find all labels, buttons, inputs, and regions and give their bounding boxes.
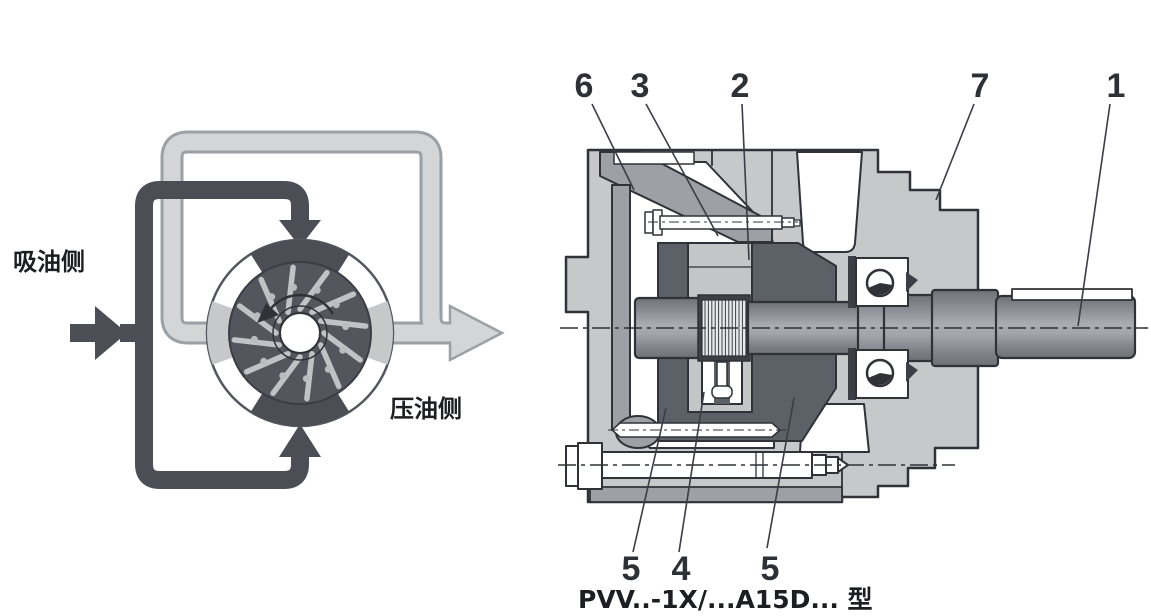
- suction-in-arrowhead: [95, 306, 127, 360]
- callout-6: 6: [575, 67, 594, 105]
- callout-7: 7: [971, 67, 990, 105]
- callout-1: 1: [1107, 67, 1126, 105]
- callout-4: 4: [672, 550, 691, 588]
- rotor-section-top: [687, 242, 753, 303]
- callout-leaders: [591, 103, 1111, 553]
- rotor-pins: [250, 283, 350, 383]
- ring-segment-pressure-left: [206, 301, 234, 365]
- vane-pin: [716, 361, 728, 389]
- vane-rotor: [205, 238, 395, 428]
- centerlines: [558, 327, 1148, 466]
- callout-2: 2: [731, 67, 750, 105]
- flange-pocket-top: [796, 151, 863, 253]
- callout-3: 3: [631, 67, 650, 105]
- ring-segment-suction-top: [250, 239, 350, 273]
- cover-wall: [611, 184, 631, 431]
- pressure-side-label: 压油侧: [390, 395, 462, 423]
- pump-cross-section: 6 3 2 7 1 5 4 5 PVV..-1X/...A15D... 型: [558, 67, 1148, 614]
- pressure-loop: [160, 130, 505, 363]
- rotation-arrow-icon: [257, 293, 334, 323]
- shaft-bore: [279, 312, 321, 354]
- callout-5-left: 5: [622, 550, 641, 588]
- flow-schematic: 吸油侧 压油侧: [13, 130, 505, 489]
- figure-caption: PVV..-1X/...A15D... 型: [578, 585, 873, 614]
- ring-segment-pressure-right: [366, 301, 394, 365]
- pressure-out-arrowhead: [448, 303, 505, 363]
- shaft-keyway: [1011, 288, 1133, 301]
- ball-bearing: [848, 256, 918, 400]
- suction-side-label: 吸油侧: [13, 248, 85, 276]
- suction-loop: [70, 181, 321, 489]
- ring-segment-suction-bottom: [250, 393, 350, 427]
- housing-bottom-strip: [589, 486, 843, 503]
- callout-5-right: 5: [761, 550, 780, 588]
- adjustment-screw: [644, 209, 801, 236]
- side-plate: [608, 422, 788, 438]
